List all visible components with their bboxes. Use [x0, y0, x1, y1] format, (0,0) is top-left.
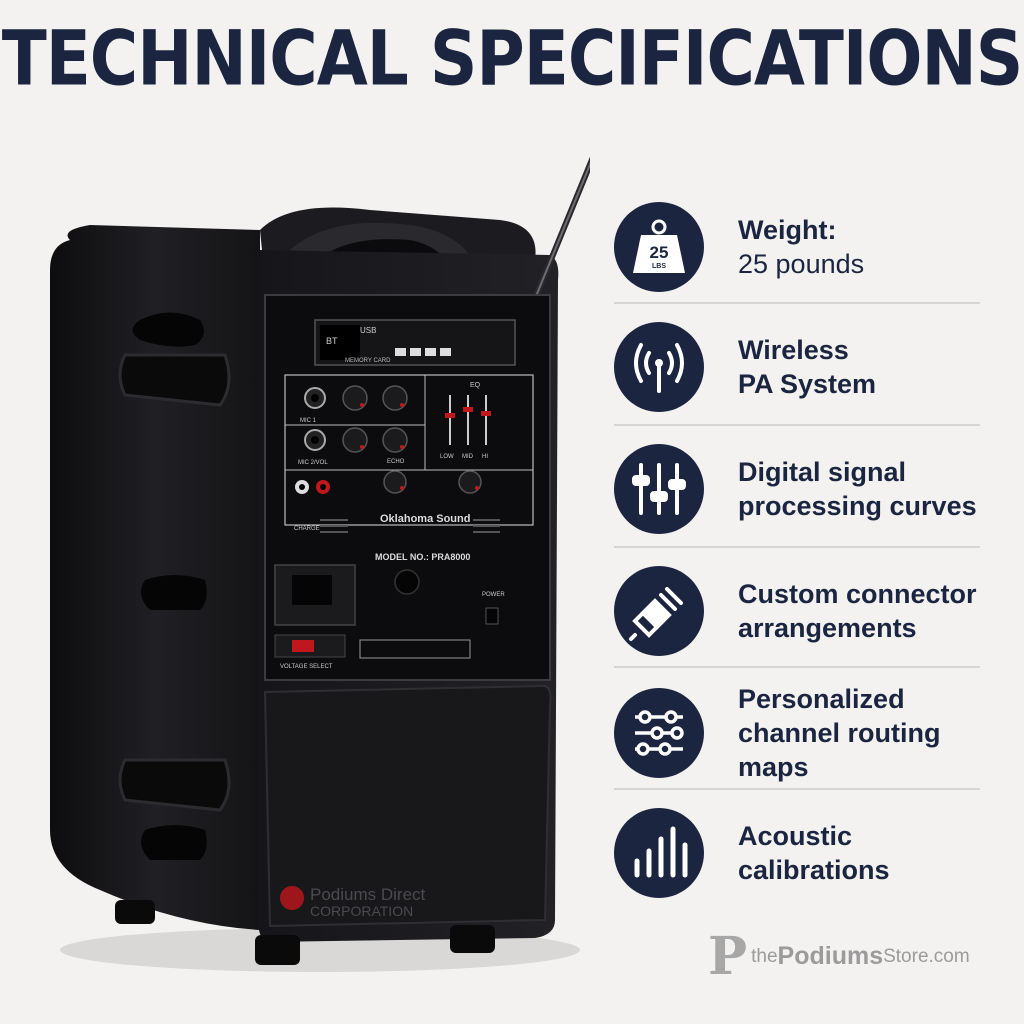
store-logo-prefix: the [751, 945, 778, 967]
routing-icon [614, 688, 704, 778]
spec-acoustic: Acoustic calibrations [614, 798, 980, 908]
store-logo-mark: P [708, 926, 748, 987]
divider [614, 788, 980, 790]
svg-text:MID: MID [462, 454, 474, 460]
spec-label-line1: Acoustic [738, 821, 853, 851]
svg-text:ECHO: ECHO [387, 459, 405, 465]
svg-text:25: 25 [650, 243, 669, 262]
svg-text:CORPORATION: CORPORATION [310, 903, 413, 919]
svg-text:BT: BT [326, 336, 338, 346]
spec-routing: Personalized channel routing maps [614, 678, 980, 788]
spec-connector: Custom connector arrangements [614, 556, 980, 666]
svg-text:LOW: LOW [440, 454, 454, 460]
spec-label-line1: Digital signal [738, 457, 907, 487]
pa-speaker-image: BT USB MEMORY CARD MIC 1 MIC 2/VOL ECHO … [50, 156, 590, 972]
spec-label-line2: PA System [738, 369, 877, 399]
spec-dsp: Digital signal processing curves [614, 434, 980, 544]
spec-label: Weight: [738, 215, 837, 245]
divider [614, 302, 980, 304]
connector-icon [614, 566, 704, 656]
spec-wireless: Wireless PA System [614, 312, 980, 422]
svg-text:MIC 1: MIC 1 [300, 418, 317, 424]
bars-icon [614, 808, 704, 898]
weight-icon: 25 LBS [614, 202, 704, 292]
svg-text:Oklahoma Sound: Oklahoma Sound [380, 513, 470, 525]
svg-text:CHARGE: CHARGE [294, 526, 320, 532]
spec-label-line1: Personalized [738, 684, 905, 714]
svg-text:VOLTAGE SELECT: VOLTAGE SELECT [280, 664, 333, 670]
spec-weight: 25 LBS Weight: 25 pounds [614, 192, 980, 302]
divider [614, 666, 980, 668]
svg-text:MIC 2/VOL: MIC 2/VOL [298, 460, 328, 466]
sliders-icon [614, 444, 704, 534]
spec-value: 25 pounds [738, 249, 865, 279]
svg-text:MEMORY CARD: MEMORY CARD [345, 358, 391, 364]
spec-label-line2: calibrations [738, 855, 890, 885]
svg-text:LBS: LBS [652, 263, 666, 270]
spec-label-line2: arrangements [738, 613, 917, 643]
svg-text:MODEL NO.: PRA8000: MODEL NO.: PRA8000 [375, 552, 470, 562]
store-logo: P the Podiums Store.com [708, 926, 970, 987]
spec-label-line2: channel routing maps [738, 718, 941, 782]
spec-label-line1: Wireless [738, 335, 849, 365]
svg-text:HI: HI [482, 454, 488, 460]
store-logo-name: Podiums [777, 942, 884, 970]
store-logo-suffix: Store.com [883, 945, 970, 967]
svg-text:USB: USB [360, 326, 376, 335]
page-title: TECHNICAL SPECIFICATIONS [1, 14, 1024, 103]
svg-text:POWER: POWER [482, 592, 505, 598]
spec-label-line2: processing curves [738, 491, 977, 521]
svg-text:Podiums Direct: Podiums Direct [310, 885, 426, 904]
wireless-icon [614, 322, 704, 412]
spec-label-line1: Custom connector [738, 579, 977, 609]
divider [614, 424, 980, 426]
svg-text:EQ: EQ [470, 382, 481, 389]
divider [614, 546, 980, 548]
